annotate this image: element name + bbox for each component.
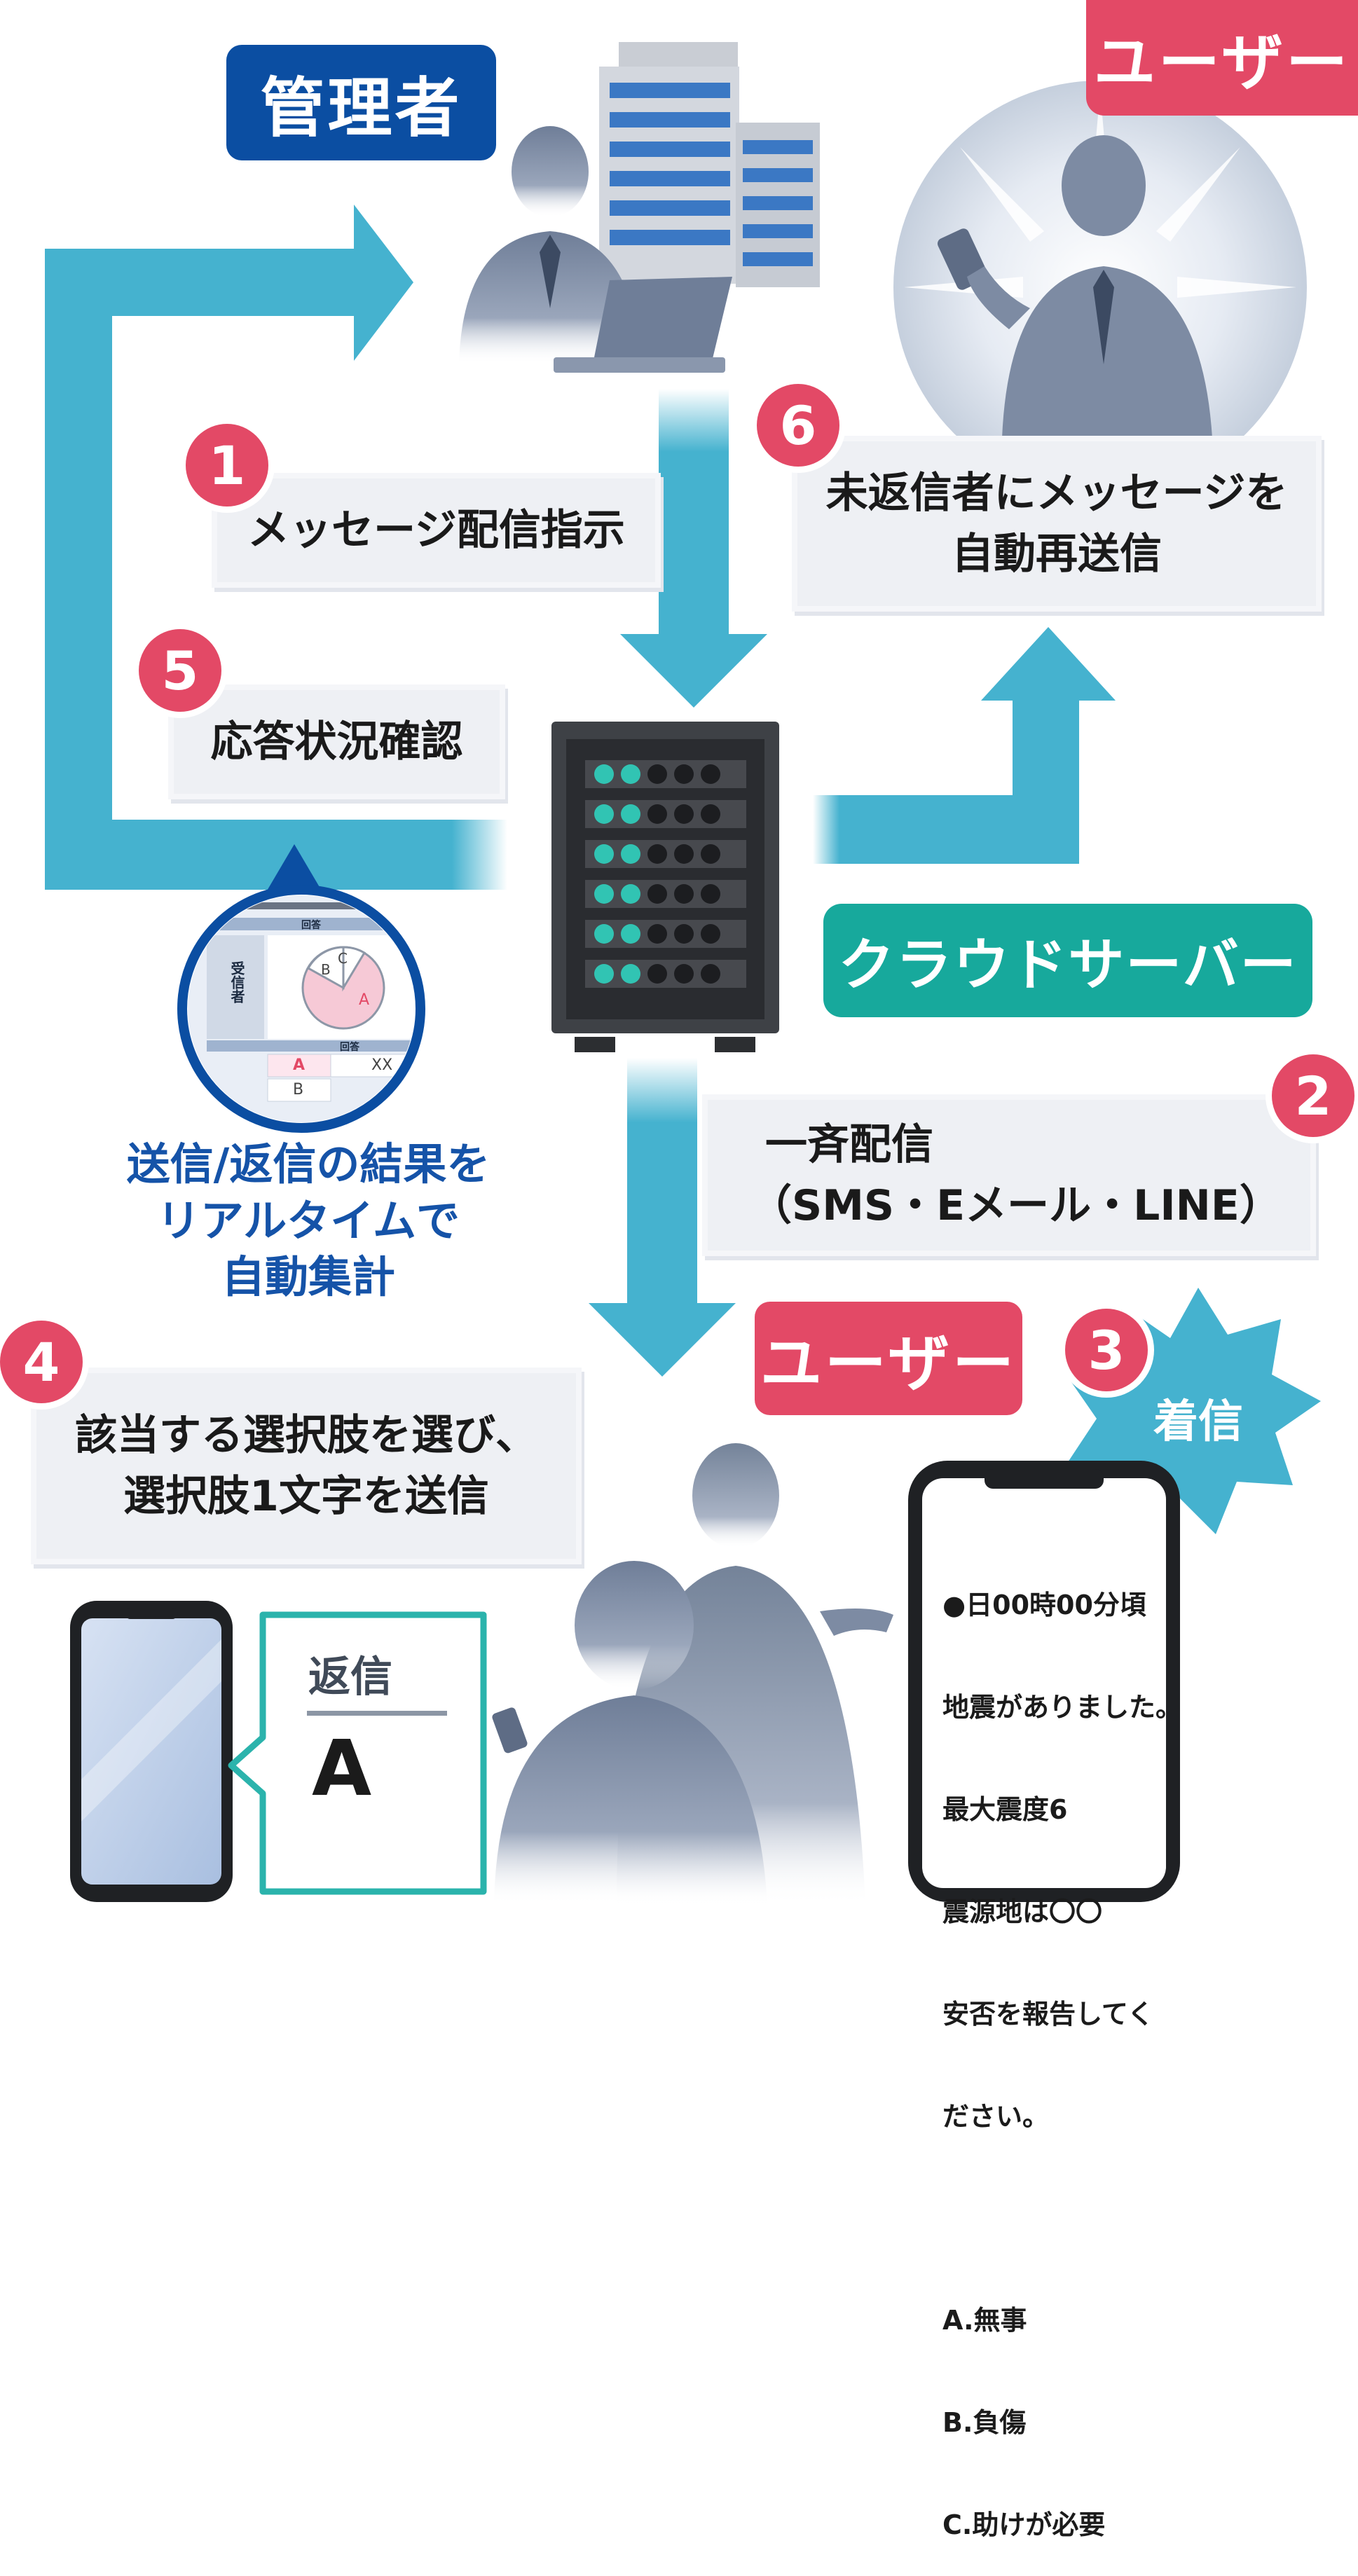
admin-person-icon [459,126,732,373]
rack-led-off [701,804,720,824]
mini-pie-a: A [359,991,370,1009]
rack-led-on [621,764,640,784]
mini-sub-header: 回答 [340,1042,359,1053]
step4-line1: 該当する選択肢を選び、 [75,1410,537,1460]
rack-led-on [594,844,614,864]
rack-led-off [674,804,694,824]
step2-box: 一斉配信 （SMS・Eメール・LINE） [708,1100,1310,1251]
rack-led-on [594,964,614,984]
phone-line-1: ●日00時00分頃 [942,1590,1146,1621]
rack-led-off [701,764,720,784]
phone-line-10: C.助けが必要 [942,2509,1106,2540]
mini-pie-c: C [338,950,348,967]
rack-led-off [674,844,694,864]
phone-line-8: A.無事 [942,2304,1027,2336]
rack-led-on [621,884,640,904]
rack-led-off [701,964,720,984]
phone-line-5: 安否を報告してく [942,1998,1154,2030]
step2-line1: 一斉配信 [765,1120,933,1169]
phone-line-3: 最大震度6 [942,1794,1068,1825]
mini-row-a: A [293,1056,306,1074]
rack-led-on [621,804,640,824]
step1-box: メッセージ配信指示 [217,478,655,582]
aggregation-magnifier [177,885,425,1133]
rack-led-off [647,964,667,984]
reply-phone-icon [70,1601,233,1902]
rack-led-on [621,924,640,944]
rack-led-on [594,884,614,904]
step1-badge: 1 [186,424,268,507]
reply-callout-frame [228,1611,487,1895]
rack-led-off [674,964,694,984]
cloud-server-icon [551,722,779,1052]
phone-line-6: ださい。 [942,2100,1050,2132]
cloud-server-label: クラウドサーバー [823,904,1312,1017]
step3-badge: 3 [1065,1309,1148,1391]
mini-side-label: 受信者 [228,961,245,1003]
reply-value: A [312,1723,372,1813]
mini-pie-b: B [321,961,331,978]
users-bottom-icon [492,1443,893,1905]
rack-led-on [621,964,640,984]
phone-message: ●日00時00分頃 地震がありました。 最大震度6 震源地は〇〇 安否を報告して… [942,1520,1182,2576]
rack-led-off [674,764,694,784]
return-arrow [45,205,507,890]
flow-graphics [45,42,1321,1905]
rack-led-off [674,924,694,944]
user-top-icon [893,81,1307,494]
rack-led-off [647,764,667,784]
step5-box: 応答状況確認 [174,690,500,794]
mini-header: 回答 [301,920,321,931]
step6-box: 未返信者にメッセージを 自動再送信 [797,441,1316,606]
aggregation-caption-line1: 送信/返信の結果を [126,1138,491,1190]
aggregation-caption-line3: 自動集計 [221,1251,395,1303]
rack-led-off [701,884,720,904]
mini-value: XX [371,1056,393,1074]
step4-line2: 選択肢1文字を送信 [123,1471,489,1521]
rack-led-on [594,764,614,784]
phone-line-9: B.負傷 [942,2406,1027,2438]
rack-led-on [594,804,614,824]
step5-badge: 5 [139,629,221,712]
phone-line-7 [942,2202,1182,2236]
reply-title: 返信 [308,1653,392,1702]
step2-line2: （SMS・Eメール・LINE） [750,1180,1282,1230]
step6-line1: 未返信者にメッセージを [825,468,1288,518]
rack-led-off [701,844,720,864]
step4-badge: 4 [0,1321,83,1403]
arrow-to-resend [813,627,1116,864]
rack-led-off [647,844,667,864]
user-top-label: ユーザー [1086,0,1358,116]
aggregation-caption: 送信/返信の結果を リアルタイムで 自動集計 [84,1136,533,1306]
step1-text: メッセージ配信指示 [247,505,625,555]
step4-box: 該当する選択肢を選び、 選択肢1文字を送信 [36,1373,576,1559]
rack-led-off [701,924,720,944]
step3-text: 着信 [1153,1396,1243,1448]
rack-led-off [647,884,667,904]
step5-text: 応答状況確認 [210,717,463,766]
mini-row-b: B [293,1081,304,1098]
rack-led-on [621,844,640,864]
rack-led-off [647,804,667,824]
office-building-icon [599,42,820,287]
admin-label: 管理者 [226,45,496,160]
user-bottom-label: ユーザー [755,1302,1022,1415]
step2-badge: 2 [1272,1054,1354,1137]
rack-led-off [674,884,694,904]
rack-led-off [647,924,667,944]
rack-led-on [594,924,614,944]
step6-line2: 自動再送信 [952,529,1162,579]
arrow-to-users [589,1058,736,1377]
step6-badge: 6 [757,384,839,467]
phone-line-2: 地震がありました。 [942,1692,1183,1723]
message-phone-icon [908,1461,1180,1902]
arrow-to-server [620,389,767,708]
aggregation-caption-line2: リアルタイムで [156,1194,460,1246]
phone-line-4: 震源地は〇〇 [942,1896,1103,1927]
